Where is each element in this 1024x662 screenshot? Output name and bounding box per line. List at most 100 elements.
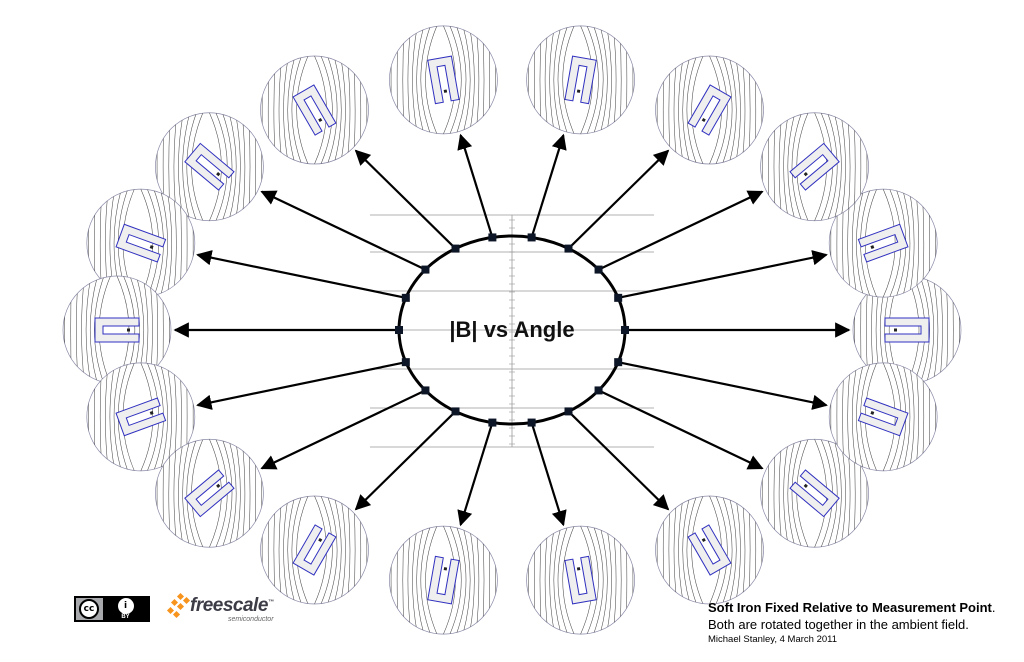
measurement-point-320 xyxy=(803,483,808,488)
measurement-point-60 xyxy=(701,117,706,123)
arrow-320 xyxy=(598,389,764,470)
field-line xyxy=(557,526,568,635)
field-line xyxy=(182,439,191,548)
field-line xyxy=(425,25,438,134)
field-line xyxy=(85,276,92,384)
arrow-40 xyxy=(598,190,764,271)
field-line xyxy=(686,495,697,604)
soft-iron-shape-280 xyxy=(564,555,597,605)
field-line xyxy=(562,526,575,635)
field-circle-60 xyxy=(655,55,764,165)
field-line xyxy=(586,25,599,134)
field-line xyxy=(333,495,342,604)
field-circle-bg-260 xyxy=(389,525,498,635)
field-line xyxy=(722,56,733,165)
angle-marker-0 xyxy=(621,326,629,334)
field-line xyxy=(908,189,915,298)
field-line xyxy=(606,526,612,635)
soft-iron-shape-260 xyxy=(427,555,460,605)
soft-iron-260 xyxy=(427,555,460,605)
field-line xyxy=(833,112,842,221)
caption-title: Soft Iron Fixed Relative to Measurement … xyxy=(708,600,992,615)
field-line xyxy=(222,112,233,221)
angle-marker-180 xyxy=(395,326,403,334)
field-line xyxy=(599,25,608,134)
field-line xyxy=(449,25,462,134)
arrow-240 xyxy=(354,410,457,511)
field-line xyxy=(287,56,296,165)
soft-iron-shape-240 xyxy=(292,524,337,576)
angle-marker-60 xyxy=(564,244,573,253)
measurement-point-180 xyxy=(127,328,130,332)
soft-iron-20 xyxy=(857,223,909,263)
field-circles-group xyxy=(62,25,962,635)
soft-iron-shape-0 xyxy=(884,317,930,343)
field-line xyxy=(94,276,105,384)
angle-marker-100 xyxy=(488,233,497,242)
field-line xyxy=(606,25,612,134)
field-line xyxy=(113,362,122,471)
field-line xyxy=(425,526,438,635)
field-line xyxy=(456,526,467,635)
field-line xyxy=(856,362,864,471)
field-circle-bg-220 xyxy=(155,438,264,548)
field-line xyxy=(783,439,789,548)
field-line xyxy=(902,362,911,471)
field-line xyxy=(787,439,796,548)
freescale-brand: freescale xyxy=(190,595,268,616)
field-circle-bg-300 xyxy=(655,495,764,605)
arrow-20 xyxy=(617,250,828,299)
soft-iron-shape-200 xyxy=(115,397,167,437)
angle-marker-80 xyxy=(527,233,536,242)
field-circle-40 xyxy=(760,112,869,222)
angle-marker-160 xyxy=(401,293,410,302)
caption-line-2: Both are rotated together in the ambient… xyxy=(708,617,969,632)
field-line xyxy=(186,439,197,548)
caption-line-1: Soft Iron Fixed Relative to Measurement … xyxy=(708,600,1018,616)
soft-iron-shape-160 xyxy=(115,223,167,263)
freescale-tagline: semiconductor xyxy=(228,616,274,623)
soft-iron-shape-40 xyxy=(789,142,840,191)
soft-iron-shape-80 xyxy=(564,55,597,105)
field-line xyxy=(469,526,475,635)
soft-iron-shape-100 xyxy=(427,55,460,105)
field-line xyxy=(416,25,425,134)
center-title: |B| vs Angle xyxy=(449,317,575,342)
field-line xyxy=(549,25,555,134)
cc-symbol: cc xyxy=(79,599,99,619)
angle-marker-340 xyxy=(614,358,623,367)
field-line xyxy=(186,112,197,221)
field-line xyxy=(783,112,789,221)
field-line xyxy=(553,526,562,635)
measurement-point-20 xyxy=(870,245,875,249)
measurement-point-160 xyxy=(149,245,154,249)
field-line xyxy=(827,439,838,548)
freescale-wordmark: freescale™ xyxy=(190,595,274,617)
field-line xyxy=(549,526,555,635)
measurement-point-100 xyxy=(443,89,448,93)
soft-iron-140 xyxy=(184,142,235,191)
field-circle-200 xyxy=(86,362,196,472)
arrow-140 xyxy=(260,190,426,271)
field-circle-bg-280 xyxy=(526,525,635,635)
field-line xyxy=(827,112,838,221)
freescale-logo: freescale™ semiconductor xyxy=(166,592,276,628)
angle-marker-300 xyxy=(564,407,573,416)
field-line xyxy=(222,439,233,548)
field-line xyxy=(728,495,737,604)
soft-iron-60 xyxy=(687,84,732,136)
soft-iron-40 xyxy=(789,142,840,191)
field-line xyxy=(678,56,684,165)
measurement-point-120 xyxy=(318,117,323,123)
caption-period: . xyxy=(991,600,996,615)
field-circle-bg-100 xyxy=(389,25,498,135)
field-line xyxy=(852,362,858,471)
arrow-100 xyxy=(457,133,494,238)
soft-iron-shape-20 xyxy=(857,223,909,263)
field-line xyxy=(691,56,704,165)
field-line xyxy=(283,495,289,604)
field-line xyxy=(235,112,241,221)
field-line xyxy=(678,495,684,604)
field-circle-340 xyxy=(828,362,938,472)
